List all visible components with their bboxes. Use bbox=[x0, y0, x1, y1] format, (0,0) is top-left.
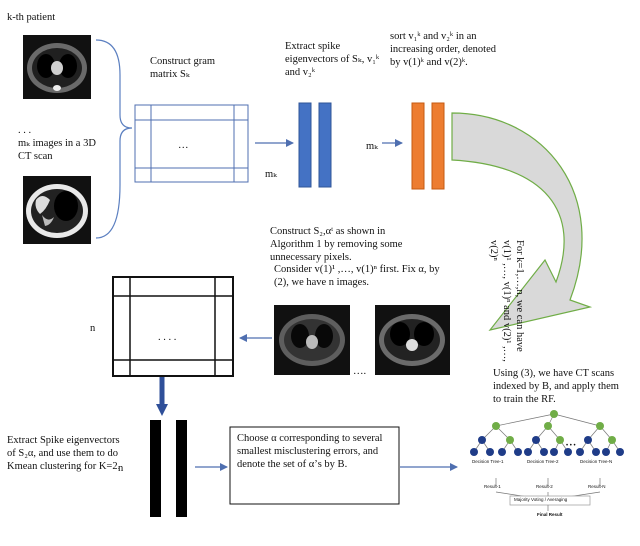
ct-scan-mid-1 bbox=[274, 305, 350, 375]
scan-bracket bbox=[95, 39, 133, 239]
rf-result-2: Result-2 bbox=[536, 484, 553, 489]
vertical-loop-label: For k=1,…,n, we can have v(1)¹ ,…, v(1)ⁿ… bbox=[488, 240, 525, 362]
rf-tree-2-label: Decision Tree-2 bbox=[527, 459, 559, 464]
sorted-bar-2 bbox=[431, 102, 445, 190]
mk-label-1: mₖ bbox=[265, 169, 277, 180]
scan-ellipsis: . . . bbox=[18, 125, 32, 136]
extract-step-label: Extract spike eigenvectors of Sₖ, v₁ᵏ an… bbox=[285, 41, 380, 78]
consider-step-label: Consider v(1)¹ ,…, v(1)ⁿ first. Fix α, b… bbox=[274, 264, 440, 288]
eigenvector-bar-2 bbox=[318, 102, 332, 188]
scan-caption: mₖ images in a 3D CT scan bbox=[18, 138, 96, 162]
rf-final: Final Result bbox=[537, 512, 563, 517]
choose-alpha-text: Choose α corresponding to several smalle… bbox=[237, 433, 383, 470]
sorted-bar-1 bbox=[411, 102, 425, 190]
gram-ellipsis: … bbox=[178, 140, 189, 151]
pruned-ellipsis: . . . . bbox=[158, 332, 177, 343]
pruned-matrix-grid bbox=[112, 276, 234, 377]
gram-matrix-grid bbox=[134, 104, 249, 183]
rf-dots: • • • bbox=[566, 443, 576, 449]
rf-tree-1-label: Decision Tree-1 bbox=[472, 459, 504, 464]
patient-title: k-th patient bbox=[7, 12, 56, 23]
n-label-2: n bbox=[118, 463, 124, 474]
mid-ellipsis: …. bbox=[353, 366, 367, 377]
mk-label-2: mₖ bbox=[366, 141, 378, 152]
sort-step-label: sort v₁ᵏ and v₂ᵏ in an increasing order,… bbox=[390, 31, 496, 68]
rf-result-1: Result-1 bbox=[484, 484, 501, 489]
curved-return-arrow bbox=[451, 112, 593, 331]
gram-step-label: Construct gram matrix Sₖ bbox=[150, 56, 216, 80]
rf-tree-n-label: Decision Tree-N bbox=[580, 459, 613, 464]
spike-bar-1 bbox=[150, 420, 161, 517]
ct-scan-mid-2 bbox=[375, 305, 450, 375]
ct-scan-bottom bbox=[23, 176, 91, 244]
ct-scan-top bbox=[23, 35, 91, 99]
n-label-1: n bbox=[90, 323, 96, 334]
kmean-step-label: Extract Spike eigenvectors of S₂α, and u… bbox=[7, 435, 121, 472]
rf-voting: Majority Voting / Averaging bbox=[514, 497, 568, 502]
rf-nodes bbox=[470, 410, 624, 456]
rf-result-n: Result-N bbox=[588, 484, 606, 489]
spike-bar-2 bbox=[176, 420, 187, 517]
rf-step-label: Using (3), we have CT scans indexed by B… bbox=[493, 368, 619, 405]
construct-step-label: Construct S₂,αᵗ as shown in Algorithm 1 … bbox=[270, 226, 403, 263]
eigenvector-bar-1 bbox=[298, 102, 312, 188]
choose-alpha-box bbox=[229, 426, 400, 505]
